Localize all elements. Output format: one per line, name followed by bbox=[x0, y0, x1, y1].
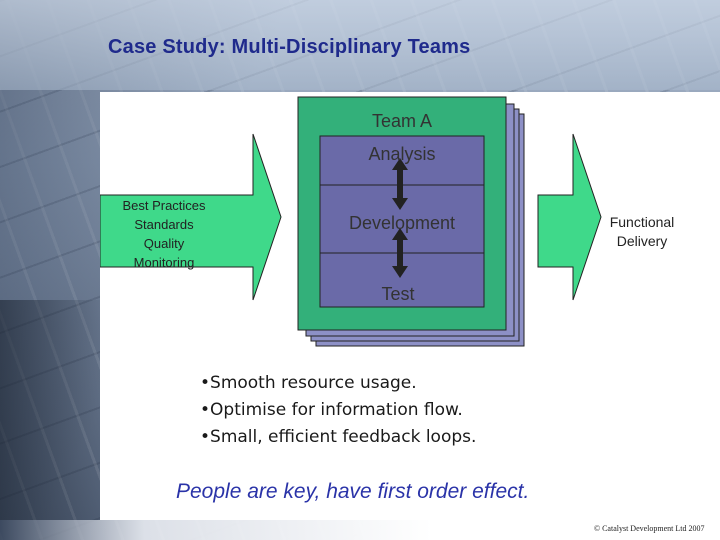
input-arrow bbox=[100, 133, 282, 301]
slide-title: Case Study: Multi-Disciplinary Teams bbox=[108, 36, 471, 58]
feedback-arrow-development-test bbox=[392, 228, 408, 278]
input-item: Quality bbox=[143, 236, 185, 251]
footer-strip bbox=[0, 520, 720, 540]
output-item: Delivery bbox=[616, 233, 668, 249]
output-arrow bbox=[537, 133, 602, 301]
team-process-diagram bbox=[100, 96, 602, 347]
stage-analysis-label: Analysis bbox=[368, 144, 436, 164]
inputs-label: Best Practices Standards Quality Monitor… bbox=[110, 196, 218, 272]
input-item: Standards bbox=[134, 217, 194, 232]
copyright-notice: © Catalyst Development Ltd 2007 bbox=[594, 524, 705, 533]
stage-development-label: Development bbox=[348, 213, 456, 233]
bullet-item: •Small, efficient feedback loops. bbox=[200, 427, 477, 447]
output-label: Functional Delivery bbox=[596, 213, 688, 251]
bullet-list: •Smooth resource usage. •Optimise for in… bbox=[200, 370, 476, 451]
bullet-text: Small, efficient feedback loops. bbox=[210, 427, 477, 447]
bullet-text: Optimise for information flow. bbox=[210, 400, 463, 420]
tagline: People are key, have first order effect. bbox=[176, 480, 530, 503]
output-item: Functional bbox=[609, 214, 675, 230]
bullet-item: •Smooth resource usage. bbox=[200, 373, 417, 393]
bullet-text: Smooth resource usage. bbox=[210, 373, 417, 393]
background-shade bbox=[0, 300, 110, 540]
bullet-item: •Optimise for information flow. bbox=[200, 400, 463, 420]
title-band bbox=[0, 0, 720, 90]
input-item: Best Practices bbox=[122, 198, 206, 213]
input-item: Monitoring bbox=[133, 255, 195, 270]
feedback-arrow-analysis-development bbox=[392, 158, 408, 210]
stage-test-label: Test bbox=[381, 284, 415, 304]
team-label: Team A bbox=[371, 111, 433, 131]
